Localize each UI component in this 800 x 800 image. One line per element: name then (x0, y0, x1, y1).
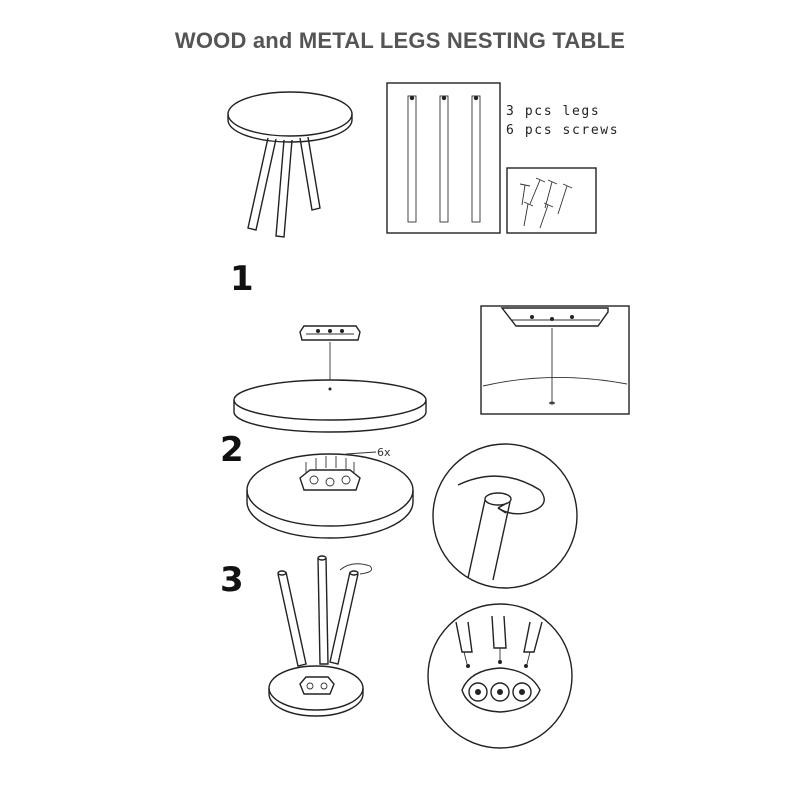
step-1-detail-box (480, 305, 630, 415)
legs-label: 3 pcs legs (506, 104, 601, 119)
assembled-table-illustration (227, 91, 353, 238)
step-2-illustration (246, 451, 414, 539)
screws-label: 6 pcs screws (506, 123, 620, 138)
step-2-number: 2 (220, 430, 244, 470)
step-3-detail-circle (427, 603, 573, 749)
step-1-illustration (233, 325, 427, 433)
page-title: WOOD and METAL LEGS NESTING TABLE (174, 28, 626, 53)
step-3-illustration (268, 555, 373, 717)
legs-parts-box (386, 82, 501, 234)
screws-parts-box (506, 167, 597, 234)
step-2-detail-circle (432, 443, 578, 589)
screw-count-label: 6x (377, 446, 391, 459)
step-1-number: 1 (230, 259, 254, 299)
step-3-number: 3 (220, 560, 244, 600)
